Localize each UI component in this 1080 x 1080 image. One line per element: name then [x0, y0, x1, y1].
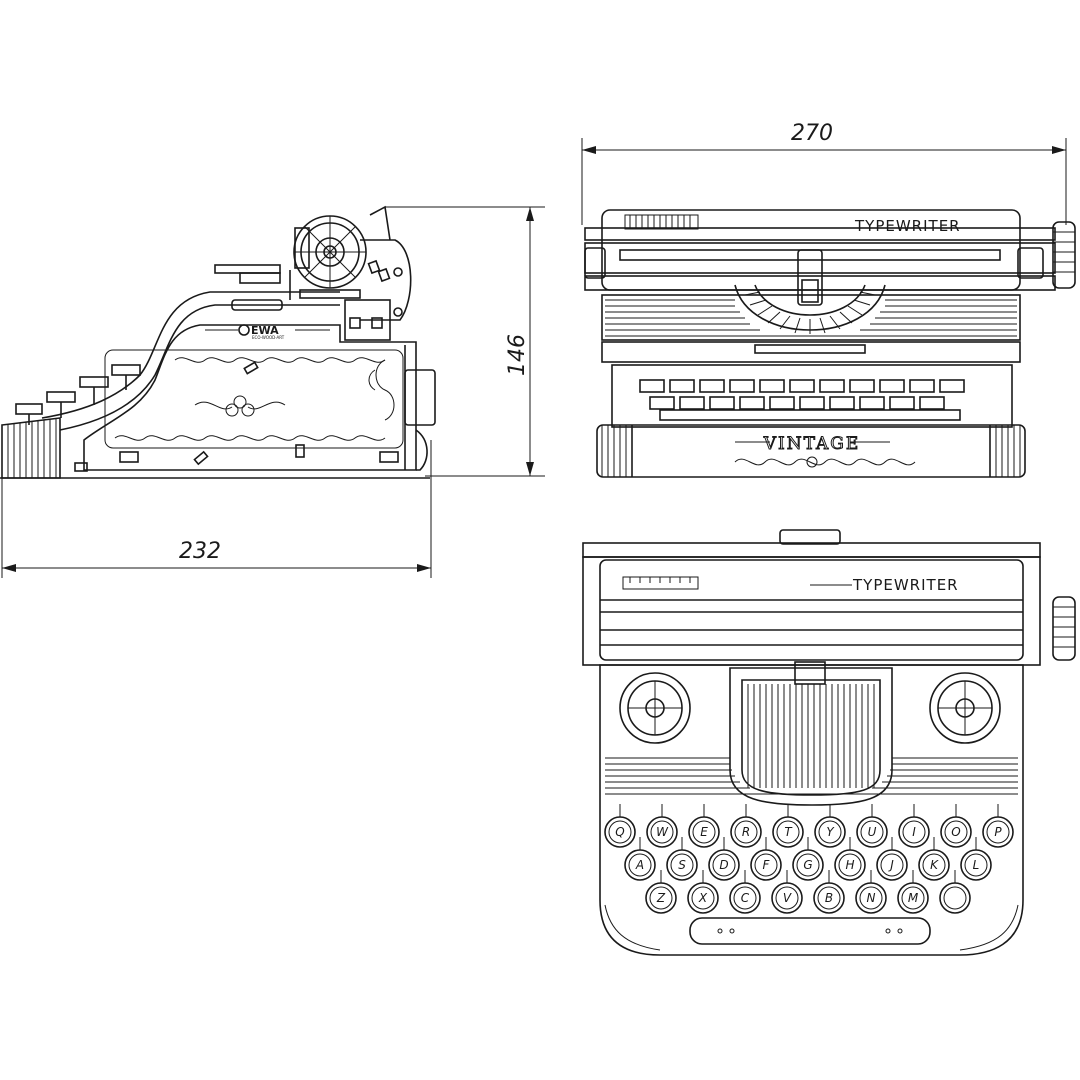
key-label: M — [908, 891, 919, 905]
key-q[interactable]: Q — [604, 804, 636, 848]
key-label: Q — [615, 825, 624, 839]
key-label: Z — [656, 891, 666, 905]
space-bar[interactable] — [689, 917, 931, 945]
brand-logo-subtext: ECO-WOOD-ART — [252, 335, 285, 340]
key-label: P — [994, 825, 1002, 839]
key-k[interactable]: K — [918, 837, 950, 881]
key-o[interactable]: O — [940, 804, 972, 848]
key-label: W — [656, 825, 669, 839]
key-n[interactable]: N — [855, 870, 887, 914]
key-c[interactable]: C — [729, 870, 761, 914]
key-label: V — [783, 891, 792, 905]
depth-dimension-label: 232 — [179, 539, 221, 564]
key-label: B — [825, 891, 833, 905]
key-label: E — [700, 825, 708, 839]
width-dimension-label: 270 — [791, 121, 833, 146]
key-label: Y — [826, 825, 835, 839]
left-ribbon-spool — [619, 672, 691, 744]
dimension-height: 146 — [385, 206, 545, 477]
key-label: L — [973, 858, 980, 872]
key-label: O — [951, 825, 960, 839]
key-label: U — [868, 825, 877, 839]
key-r[interactable]: R — [730, 804, 762, 848]
key-label: F — [763, 858, 771, 872]
key-label: R — [742, 825, 750, 839]
top-view: TYPEWRITER — [582, 529, 1076, 956]
keyboard: Q W E R T Y U I O P A S D F G H J K L Z X C V B N M — [604, 804, 1014, 914]
key-label: A — [635, 858, 644, 872]
key-t[interactable]: T — [772, 804, 804, 848]
brand-logo-text: EWA — [251, 324, 279, 337]
right-ribbon-spool — [929, 672, 1001, 744]
dimension-depth: 232 — [1, 440, 432, 578]
key-label: J — [888, 858, 894, 872]
key-h[interactable]: H — [834, 837, 866, 881]
key-label: H — [845, 858, 854, 872]
key-label: D — [719, 858, 728, 872]
top-brand-text: TYPEWRITER — [852, 576, 959, 594]
key-j[interactable]: J — [876, 837, 908, 881]
key-l[interactable]: L — [960, 837, 992, 881]
height-dimension-label: 146 — [505, 334, 530, 376]
key-label: X — [698, 891, 708, 905]
key-g[interactable]: G — [792, 837, 824, 881]
key-i[interactable]: I — [898, 804, 930, 848]
key-z[interactable]: Z — [645, 870, 677, 914]
dimension-width: 270 — [581, 121, 1067, 225]
key-d[interactable]: D — [708, 837, 740, 881]
key-label: I — [912, 825, 916, 839]
side-view: EWA ECO-WOOD-ART — [0, 205, 436, 479]
key-w[interactable]: W — [646, 804, 678, 848]
key-e[interactable]: E — [688, 804, 720, 848]
key-label: T — [784, 825, 793, 839]
key-label: K — [930, 858, 939, 872]
key-y[interactable]: Y — [814, 804, 846, 848]
key-s[interactable]: S — [666, 837, 698, 881]
key-p[interactable]: P — [982, 804, 1014, 848]
key-label: N — [867, 891, 876, 905]
key-label: G — [803, 858, 812, 872]
key-label: C — [741, 891, 750, 905]
front-brand-text: VINTAGE — [763, 434, 861, 454]
rear-brand-text: TYPEWRITER — [854, 217, 961, 235]
front-view: TYPEWRITER — [584, 209, 1076, 478]
key-b[interactable]: B — [813, 870, 845, 914]
key-f[interactable]: F — [750, 837, 782, 881]
key-blank[interactable] — [939, 870, 971, 914]
key-u[interactable]: U — [856, 804, 888, 848]
key-label: S — [678, 858, 686, 872]
key-v[interactable]: V — [771, 870, 803, 914]
key-x[interactable]: X — [687, 870, 719, 914]
key-m[interactable]: M — [897, 870, 929, 914]
key-a[interactable]: A — [624, 837, 656, 881]
